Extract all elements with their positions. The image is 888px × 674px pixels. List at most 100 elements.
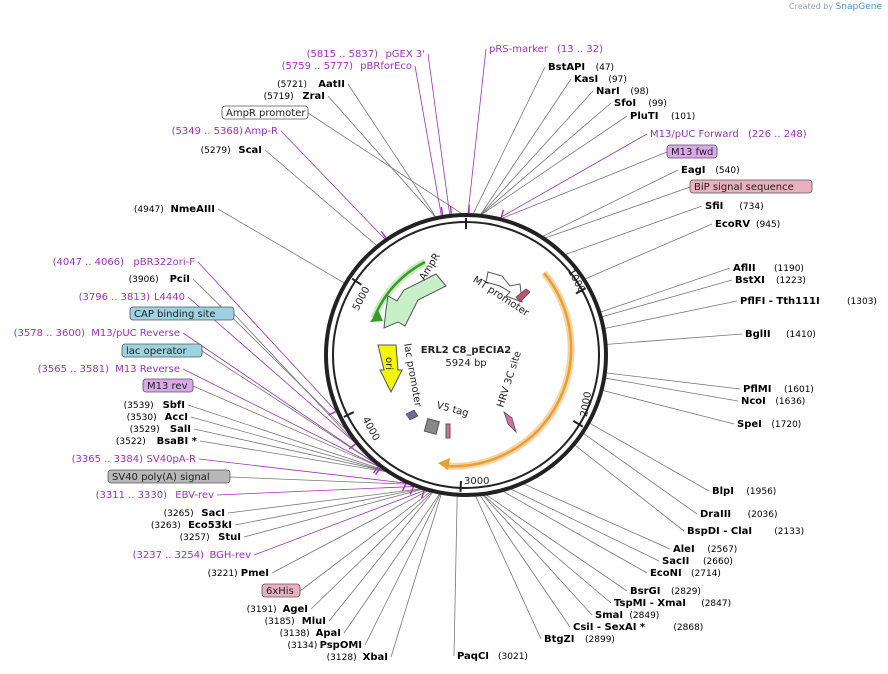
leader-line [605,372,741,390]
brand-prefix: Created by [789,2,834,11]
site-position: (3221) [208,569,238,579]
site-position: (2714) [691,569,721,579]
tick-label-5000: 5000 [351,285,373,313]
site-position: (2660) [703,557,733,567]
leader-line [427,53,451,215]
leader-line [199,440,388,473]
leader-line [310,491,433,610]
site-name: M13 Reverse [115,364,180,375]
leader-line [544,186,691,239]
site-name: NmeAIII [171,204,215,215]
leader-line [604,300,738,329]
feature-box-label: lac operator [126,346,187,357]
site-name: Amp-R [245,126,279,137]
site-position: (1956) [746,487,776,497]
leader-line [197,261,338,413]
leader-line [542,169,679,237]
site-name: StuI [218,532,241,543]
feature-box-label: CAP binding site [134,309,216,320]
lac-feature [423,418,440,435]
leader-line [234,488,422,526]
leader-line [328,491,434,622]
leader-line [510,488,660,562]
leader-line [499,133,648,219]
feature-box [121,343,203,358]
site-name: PaqCI [457,651,489,662]
site-name: SV40pA-R [147,454,196,465]
site-position: (3365 .. 3384) [72,454,144,465]
v5-feature [445,423,451,439]
feature-box-label: M13 fwd [671,147,713,158]
leader-line [229,476,410,485]
site-name: ZraI [302,91,325,102]
site-position: (3565 .. 3581) [38,364,110,375]
site-position: (3530) [127,413,157,423]
site-name: NarI [596,86,620,97]
leader-line [602,389,735,425]
site-position: (2868) [673,623,703,633]
site-position: (47) [596,63,614,73]
feature-box [261,583,301,598]
leader-line [233,313,369,458]
leader-line [600,267,731,313]
site-position: (97) [608,75,626,85]
site-position: (3185) [265,617,295,627]
leader-line [482,494,612,604]
leader-line [253,489,426,556]
ori-label: ori [383,357,394,370]
site-name: SmaI [595,610,623,621]
site-name: AleI [673,544,695,555]
feature-box [129,306,235,321]
ampr-arc-arrowhead [370,310,383,322]
site-name: PflFI - Tth111I [740,296,820,307]
site-position: (3128) [327,653,357,663]
site-name: AgeI [283,604,308,615]
site-position: (3796 .. 3813) [79,292,151,303]
feature-box [666,144,718,159]
site-name: BlpI [712,486,734,497]
site-position: (3522) [116,437,146,447]
leader-line [414,65,442,217]
snapgene-brand: Created by SnapGene [789,2,882,12]
primer-tick [449,205,452,214]
leader-line [523,483,671,550]
site-name: PluTI [630,111,658,122]
site-name: PspOMI [320,640,362,651]
site-name: BGH-rev [209,550,251,561]
leader-line [480,115,628,216]
site-name: BstAPI [548,62,585,73]
feature-box-label: AmpR promoter [226,108,306,119]
primer-tick [372,466,379,474]
site-labels: pGEX 3'(5815 .. 5837)pBRforEco(5759 .. 5… [14,44,877,663]
leader-line [480,78,572,215]
tick-label-2000: 2000 [579,391,594,418]
leader-line [601,279,733,318]
site-name: BstXI [735,275,765,286]
site-name: ScaI [238,145,262,156]
primer-tick [374,467,381,476]
primer-tick [348,443,356,450]
site-name: EagI [681,165,705,176]
lac-operator-feature [405,409,419,421]
ring-ticks [343,218,587,492]
primer-tick [440,206,444,216]
leader-line [475,495,542,640]
leader-line [227,488,422,514]
bip-feature [515,288,531,303]
site-name: MluI [302,616,326,627]
site-position: (3539) [124,401,154,411]
plasmid-name: ERL2 C8_pECIA2 [421,345,511,356]
site-name: EcoRV [715,219,750,230]
site-name: EcoNI [650,568,682,579]
site-position: (3529) [130,425,160,435]
primer-tick [420,490,425,499]
site-name: TspMI - XmaI [614,598,686,609]
site-position: (1190) [774,264,804,274]
leader-line [193,428,387,472]
site-position: (2567) [707,545,737,555]
site-name: BsrGI [630,586,660,597]
leader-line [502,490,648,574]
leader-line [564,205,703,255]
leader-line [192,385,382,469]
leader-line [198,458,408,484]
